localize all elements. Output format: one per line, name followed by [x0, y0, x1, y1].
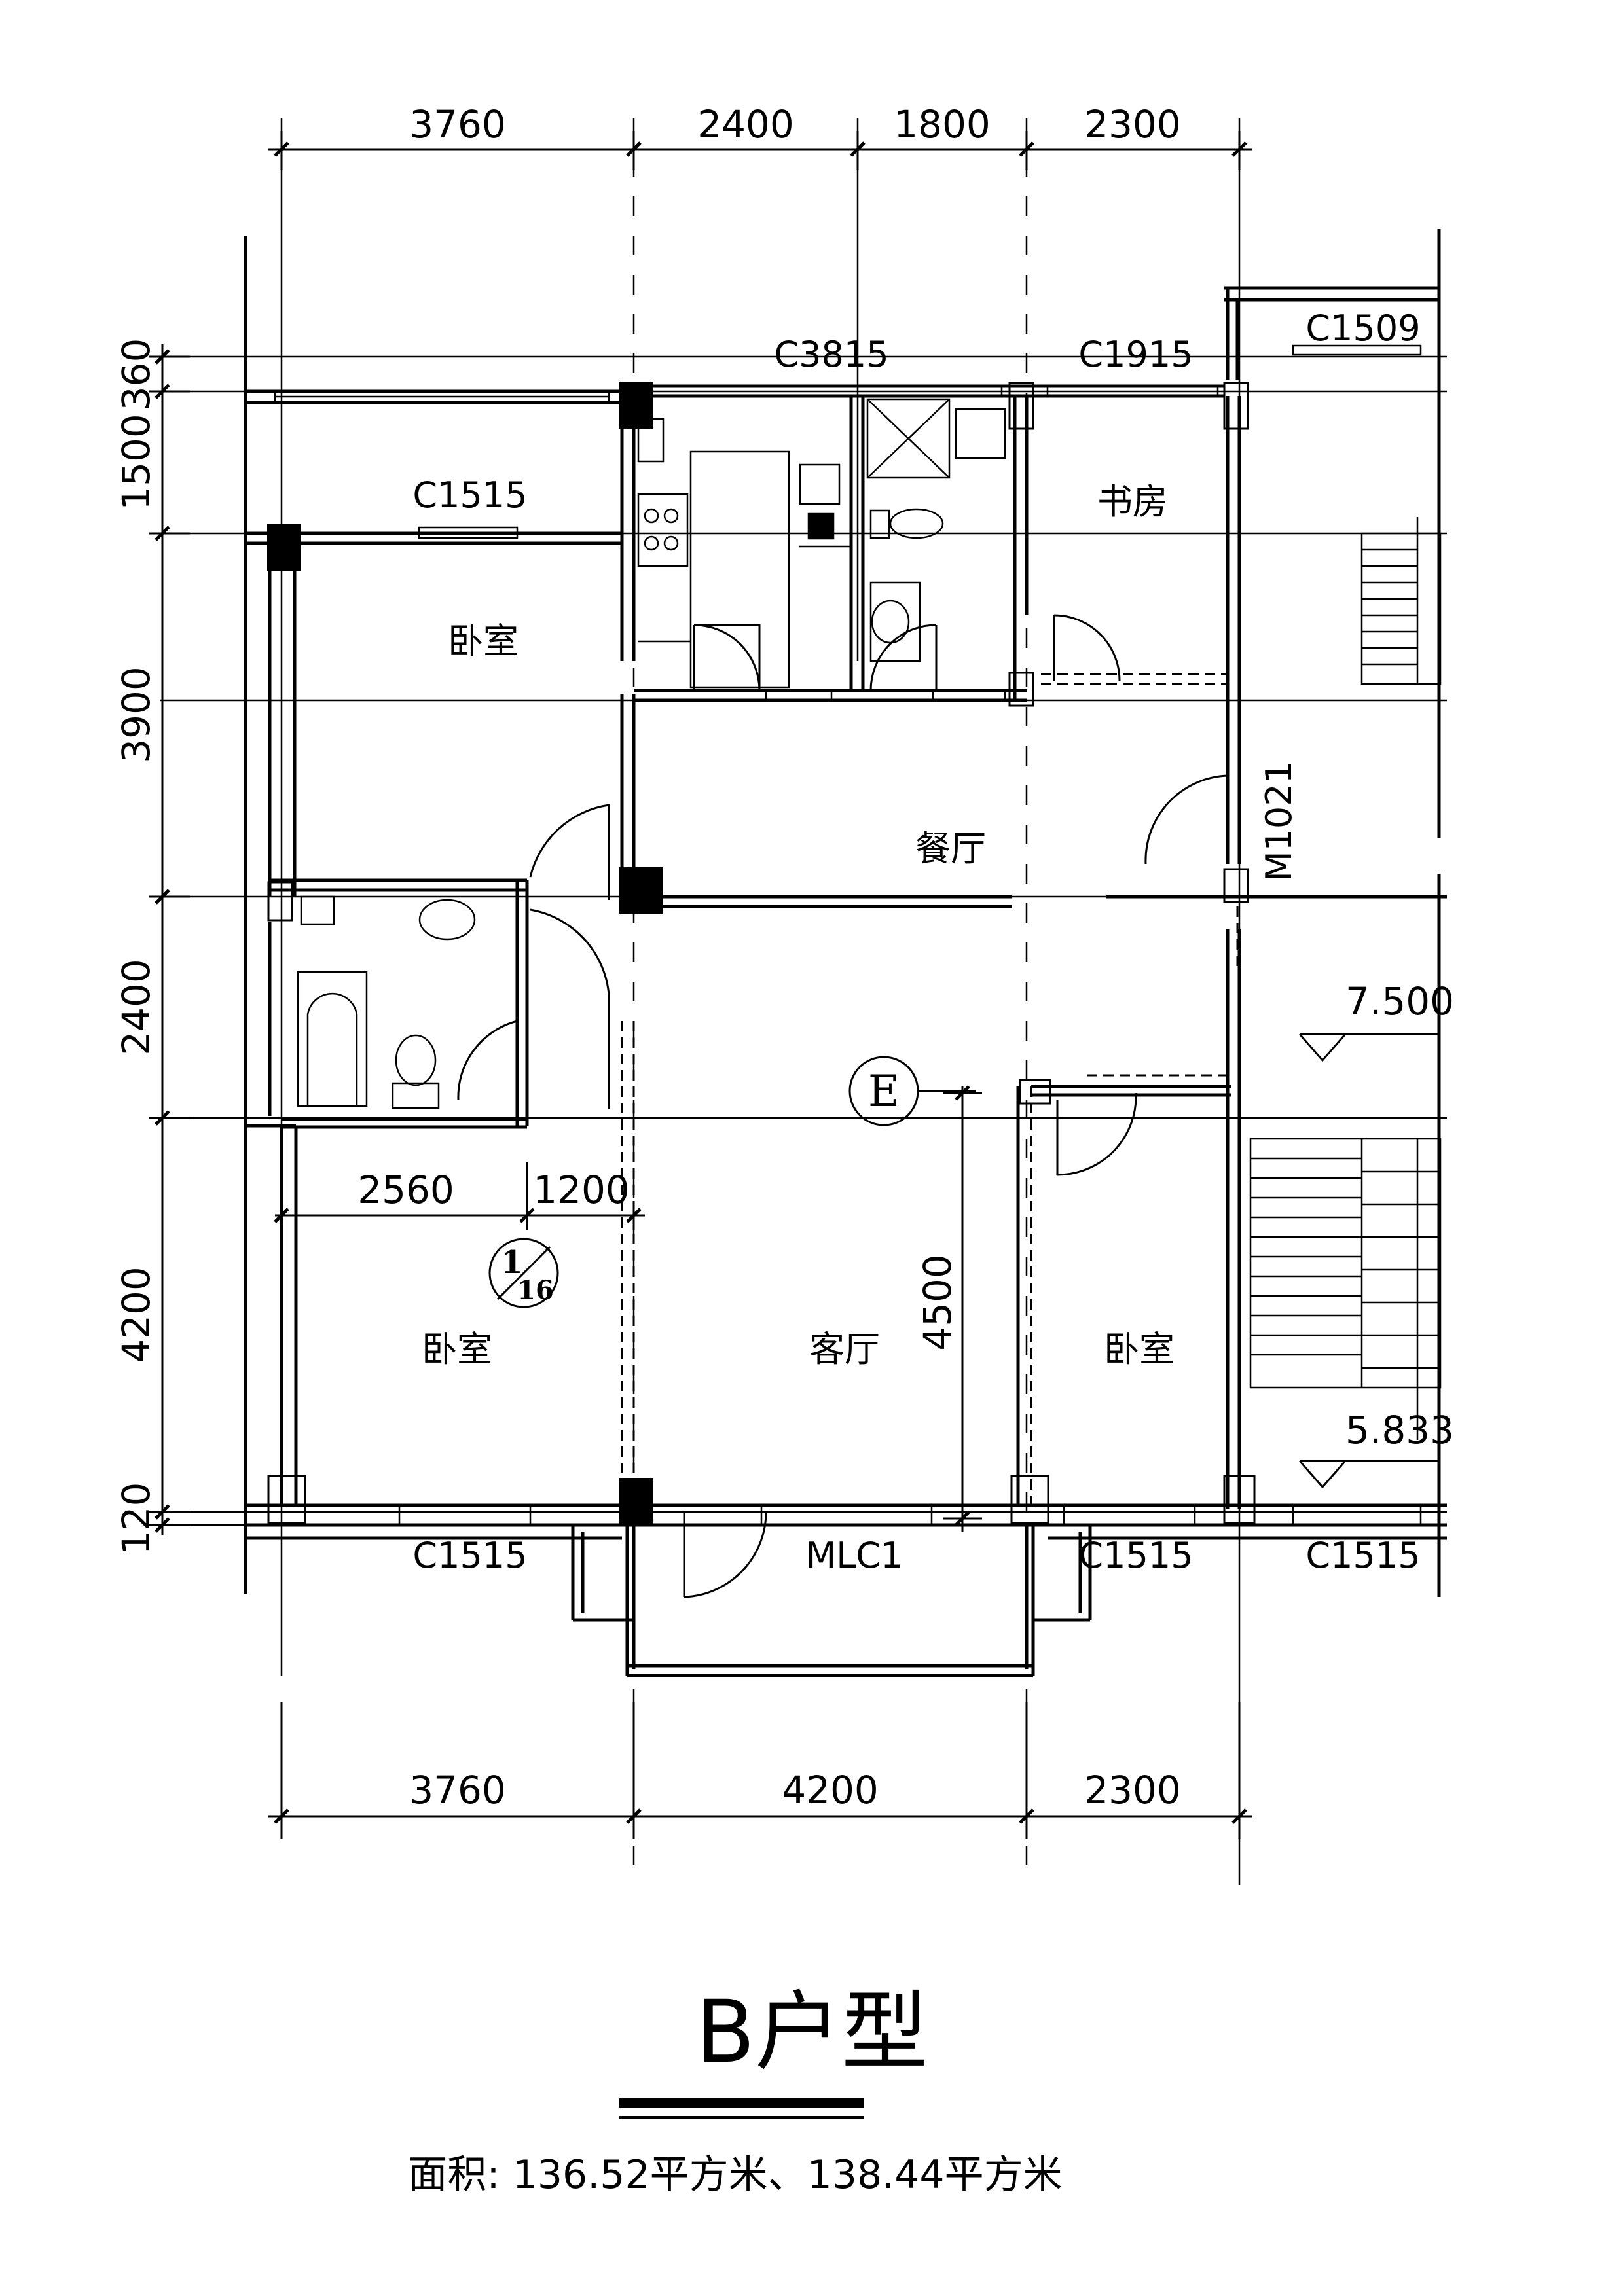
- window-label-balcony-door: MLC1: [806, 1535, 903, 1576]
- bathroom-upper-fixtures: [866, 398, 1006, 662]
- dim-left-3: 3900: [114, 666, 158, 763]
- level-markers: [1298, 1033, 1440, 1489]
- level-lower: 5.833: [1345, 1408, 1454, 1452]
- axis-marker-label: E: [868, 1066, 900, 1117]
- room-label-bedroom-lower-right: 卧室: [1104, 1329, 1175, 1370]
- window-label-top-right: C1509: [1305, 308, 1420, 349]
- dim-top-4: 2300: [1084, 102, 1181, 147]
- bathroom-lower-fixtures: [297, 895, 476, 1109]
- window-marks: [274, 344, 1422, 1526]
- dim-top-3: 1800: [894, 102, 991, 147]
- dim-inner-1: 2560: [357, 1168, 454, 1212]
- detail-marker-slash: [496, 1246, 551, 1300]
- window-label-bottom-mid-right: C1515: [1078, 1535, 1193, 1576]
- kitchen-fixtures: [637, 418, 851, 689]
- detail-marker-circle: [488, 1238, 559, 1308]
- dim-left-2: 1500: [114, 414, 158, 511]
- room-label-dining: 餐厅: [915, 828, 986, 869]
- window-label-top-study: C1915: [1078, 334, 1193, 375]
- dim-inner-2: 1200: [533, 1168, 630, 1212]
- dim-top-2: 2400: [697, 102, 794, 147]
- title-underline-thick: [619, 2098, 864, 2108]
- dim-inner-vertical: 4500: [915, 1254, 960, 1351]
- axis-lines: [160, 118, 1447, 1885]
- dim-top-1: 3760: [409, 102, 506, 147]
- detail-marker-sheet: 16: [517, 1275, 554, 1306]
- columns: [267, 382, 1256, 1525]
- dim-bottom-3: 2300: [1084, 1768, 1181, 1812]
- room-label-bedroom-lower-left: 卧室: [422, 1329, 492, 1370]
- dim-left-1: 360: [114, 338, 158, 411]
- dim-bottom-1: 3760: [409, 1768, 506, 1812]
- dim-bottom-2: 4200: [782, 1768, 879, 1812]
- partition-dashed: [621, 673, 1239, 1505]
- dimension-lines-left: [149, 344, 190, 1535]
- window-label-upper-left: C1515: [412, 475, 527, 516]
- area-text: 面积: 136.52平方米、138.44平方米: [408, 2152, 1062, 2198]
- dim-left-4: 2400: [114, 959, 158, 1056]
- stair-lower: [1249, 1138, 1442, 1440]
- window-label-bottom-left: C1515: [412, 1535, 527, 1576]
- dim-left-5: 4200: [114, 1266, 158, 1363]
- room-label-study: 书房: [1097, 481, 1168, 522]
- level-upper: 7.500: [1345, 979, 1454, 1024]
- room-label-living: 客厅: [809, 1329, 880, 1370]
- walls: [244, 229, 1447, 1677]
- dim-left-6: 120: [114, 1482, 158, 1555]
- door-label-entry: M1021: [1258, 761, 1300, 882]
- plan-title: B户型: [696, 1982, 928, 2083]
- detail-marker-number: 1: [501, 1244, 522, 1281]
- door-swings: [457, 614, 1229, 1598]
- title-underline-thin: [619, 2116, 864, 2119]
- stair-upper: [1360, 517, 1442, 685]
- room-label-bedroom-upper-left: 卧室: [448, 620, 519, 662]
- window-label-bottom-right: C1515: [1305, 1535, 1420, 1576]
- window-label-top-kitchen: C3815: [774, 334, 888, 375]
